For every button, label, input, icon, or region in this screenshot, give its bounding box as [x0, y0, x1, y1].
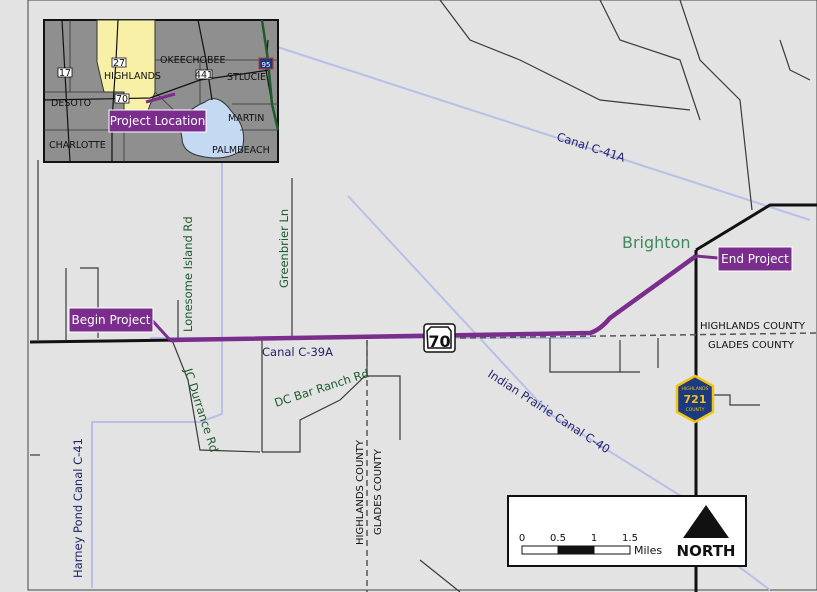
county-shield-top: HIGHLANDS [682, 386, 709, 392]
greenbrier-ln-label: Greenbrier Ln [277, 209, 291, 288]
minor-road-4 [779, 39, 811, 81]
inset-us441 [197, 19, 213, 101]
inset-coastline [260, 19, 280, 131]
scale-tick-0: 0 [519, 533, 525, 544]
end-project-callout: End Project [695, 246, 793, 272]
inset-stlucie-label: STLUCIE [227, 72, 266, 83]
route-shield-number: 70 [428, 332, 450, 351]
scale-tick-2: 1 [591, 533, 597, 544]
county-line [366, 332, 817, 592]
inset-shield-70 [114, 93, 130, 104]
scale-and-north-box: 0 0.5 1 1.5 Miles NORTH [507, 495, 747, 567]
begin-project-label: Begin Project [71, 313, 150, 327]
north-arrow-icon [683, 505, 729, 538]
minor-road-1 [439, 0, 691, 111]
begin-project-callout: Begin Project [68, 307, 172, 342]
inset-route-441: 441 [195, 70, 213, 81]
project-location-label: Project Location [110, 114, 206, 128]
county-shield-pentagon [675, 374, 715, 424]
scale-segment-3 [593, 545, 631, 555]
inset-martin-label: MARTIN [228, 113, 264, 124]
inset-route-27: 27 [113, 58, 125, 69]
inset-route-95: 95 [262, 61, 271, 69]
inset-shield-95 [258, 57, 274, 70]
end-project-box [717, 246, 793, 272]
minor-road-2 [599, 0, 701, 121]
inset-shield-17 [57, 67, 73, 78]
canal-c41-label: Harney Pond Canal C-41 [71, 438, 85, 578]
inset-route-70: 70 [116, 94, 128, 105]
inset-shield-441 [195, 69, 213, 80]
inset-desoto-label: DESOTO [51, 98, 91, 109]
inset-sr70 [43, 69, 271, 101]
inset-us17 [61, 19, 71, 163]
sr70-east-segment [695, 203, 817, 252]
project-location-pointer [145, 92, 176, 104]
scale-segment-1 [521, 545, 559, 555]
scale-tick-1: 0.5 [550, 533, 566, 544]
glades-county-vertical-label: GLADES COUNTY [373, 448, 384, 535]
brighton-label: Brighton [622, 233, 691, 252]
end-project-pointer [695, 254, 719, 260]
inset-highlands-label: HIGHLANDS [104, 71, 161, 82]
canal-c41-line [91, 110, 223, 588]
minor-road-12 [549, 338, 640, 373]
inset-okeechobee-label: OKEECHOBEE [160, 55, 226, 66]
inset-charlotte-label: CHARLOTTE [49, 140, 106, 151]
dc-bar-ranch-road [262, 375, 401, 453]
glades-county-label: GLADES COUNTY [708, 340, 795, 351]
sr70-route-shield: 70 [423, 323, 456, 353]
minor-road-11 [419, 559, 461, 592]
inset-us27 [111, 19, 119, 162]
inset-shield-27 [111, 57, 127, 68]
lonesome-island-rd-label: Lonesome Island Rd [181, 216, 195, 332]
scale-unit: Miles [634, 544, 662, 557]
florida-shape-icon [426, 326, 452, 349]
north-label: NORTH [677, 542, 736, 560]
cr721-county-shield: HIGHLANDS 721 COUNTY [675, 374, 715, 424]
jc-durrance-road [171, 339, 261, 453]
canal-c41a-line [261, 41, 811, 221]
canal-c40-line [347, 195, 701, 509]
canal-c39a-label: Canal C-39A [262, 345, 333, 359]
inset-palmbeach-label: PALMBEACH [212, 145, 270, 156]
project-route [169, 254, 698, 343]
begin-project-box [68, 307, 154, 333]
scale-tick-3: 1.5 [622, 533, 638, 544]
minor-road-3 [679, 0, 753, 211]
sr70-west-segment [29, 338, 181, 344]
end-project-label: End Project [721, 252, 789, 266]
highlands-county-label: HIGHLANDS COUNTY [700, 321, 806, 332]
highlands-county-vertical-label: HIGHLANDS COUNTY [355, 439, 366, 545]
inset-locator-map: 27 17 441 70 95 OKEECHOBEE HIGHLANDS STL… [43, 19, 280, 163]
scale-segment-2 [557, 545, 595, 555]
project-location-box [108, 109, 207, 133]
county-shield-number: 721 [684, 393, 707, 406]
county-shield-bottom: COUNTY [686, 407, 705, 413]
inset-route-17: 17 [59, 68, 71, 79]
